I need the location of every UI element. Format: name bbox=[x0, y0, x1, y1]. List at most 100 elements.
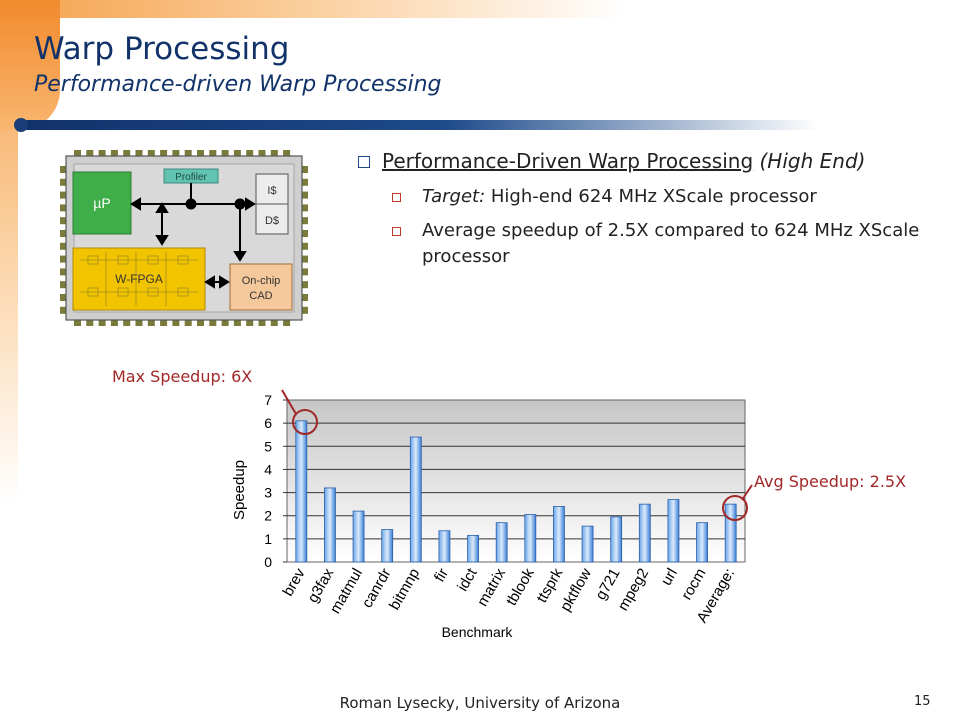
chip-pin bbox=[197, 318, 204, 326]
chip-pin bbox=[300, 268, 308, 276]
y-tick-label: 6 bbox=[264, 415, 272, 431]
chip-pin bbox=[110, 318, 118, 326]
bullet-main: Performance-Driven Warp Processing (High… bbox=[358, 146, 938, 176]
bullet-sub-1-italic: Target: bbox=[422, 186, 486, 207]
chip-pin bbox=[233, 150, 241, 158]
chip-pin bbox=[300, 204, 308, 212]
chip-pin bbox=[246, 150, 254, 158]
bus-arrows bbox=[130, 183, 256, 289]
chip-pin bbox=[283, 150, 291, 158]
chip-pin bbox=[184, 150, 192, 158]
chip-pin bbox=[300, 306, 308, 314]
bar-pktflow bbox=[581, 525, 594, 563]
chip-pin bbox=[246, 318, 254, 326]
chip-pin bbox=[233, 318, 241, 326]
y-tick-label: 4 bbox=[264, 461, 272, 477]
chip-pin bbox=[60, 255, 68, 263]
chip-pin bbox=[147, 150, 155, 158]
chip-pin bbox=[74, 318, 81, 326]
chip-pin bbox=[300, 166, 308, 173]
chip-pin bbox=[147, 318, 155, 326]
chip-pin bbox=[221, 318, 229, 326]
y-tick-label: 1 bbox=[264, 531, 272, 547]
wfpga-label: W-FPGA bbox=[115, 272, 163, 286]
chip-pin bbox=[300, 242, 308, 250]
bullet-list: Performance-Driven Warp Processing (High… bbox=[358, 146, 938, 270]
avg-speedup-callout: Avg Speedup: 2.5X bbox=[754, 472, 907, 491]
chip-pin bbox=[60, 204, 68, 212]
max-highlight bbox=[281, 389, 318, 435]
bar-brev bbox=[295, 420, 308, 563]
cache-block: I$ D$ bbox=[255, 173, 289, 235]
bar-canrdr bbox=[381, 529, 394, 563]
chip-pin bbox=[135, 150, 143, 158]
chip-pin bbox=[258, 150, 266, 158]
bullet-sub-2-text: Average speedup of 2.5X compared to 624 … bbox=[422, 220, 920, 267]
chip-pin bbox=[209, 150, 217, 158]
bullet-main-underlined: Performance-Driven Warp Processing bbox=[382, 149, 754, 173]
y-tick-label: 7 bbox=[264, 392, 272, 408]
dcache-label: D$ bbox=[265, 215, 279, 227]
page-number: 15 bbox=[914, 694, 931, 709]
chip-pin bbox=[60, 166, 68, 173]
chip-pin bbox=[60, 191, 68, 199]
x-tick-label: url bbox=[658, 566, 681, 589]
x-axis-label: Benchmark bbox=[442, 624, 514, 640]
chip-pin bbox=[300, 294, 308, 301]
bar-idct bbox=[467, 534, 479, 563]
x-tick-label: brev bbox=[279, 565, 309, 599]
chip-pin bbox=[135, 318, 143, 326]
title-divider bbox=[14, 118, 960, 132]
chip-pin bbox=[60, 230, 68, 237]
max-speedup-callout: Max Speedup: 6X bbox=[112, 367, 253, 386]
chip-pin bbox=[60, 217, 68, 225]
chip-pin bbox=[60, 178, 68, 186]
bar-average bbox=[724, 503, 737, 563]
cad-label-2: CAD bbox=[249, 290, 272, 302]
bullet-main-italic: (High End) bbox=[753, 149, 866, 173]
chip-pin bbox=[60, 306, 68, 314]
chip-pin bbox=[123, 150, 131, 158]
chip-pin bbox=[98, 150, 106, 158]
chip-pin bbox=[86, 150, 94, 158]
bar-bitmnp bbox=[409, 436, 422, 563]
slide-title: Warp Processing bbox=[34, 31, 290, 67]
chip-pin bbox=[300, 178, 308, 186]
chip-pin bbox=[60, 242, 68, 250]
y-tick-label: 2 bbox=[264, 508, 272, 524]
chip-pin bbox=[184, 318, 192, 326]
bullet-sub-1-text: High-end 624 MHz XScale processor bbox=[485, 186, 817, 207]
y-tick-label: 5 bbox=[264, 438, 272, 454]
chip-pin bbox=[197, 150, 204, 158]
chip-pin bbox=[270, 318, 278, 326]
bar-g3fax bbox=[324, 487, 336, 563]
chip-pin bbox=[300, 255, 308, 263]
icache-label: I$ bbox=[267, 185, 276, 197]
bar-matmul bbox=[352, 510, 365, 563]
chip-pin bbox=[160, 150, 168, 158]
slide-footer: Roman Lysecky, University of Arizona bbox=[339, 694, 621, 712]
chip-pins bbox=[60, 150, 308, 326]
top-decor-bar bbox=[0, 0, 960, 18]
chip-pin bbox=[283, 318, 291, 326]
bullet-square-icon bbox=[358, 156, 370, 168]
sub-bullet-square-icon bbox=[392, 193, 401, 202]
chip-pin bbox=[300, 217, 308, 225]
chip-pin bbox=[160, 318, 168, 326]
chip-pin bbox=[123, 318, 131, 326]
chip-pin bbox=[110, 150, 118, 158]
chip-pin bbox=[74, 150, 81, 158]
microprocessor-block: µP bbox=[72, 171, 132, 235]
chip-pin bbox=[60, 281, 68, 289]
x-tick-label: fir bbox=[431, 566, 452, 585]
wfpga-block: W-FPGA bbox=[72, 247, 206, 311]
chip-pin bbox=[300, 191, 308, 199]
cad-block: On-chip CAD bbox=[229, 263, 293, 311]
bar-mpeg2 bbox=[638, 503, 651, 563]
y-tick-label: 0 bbox=[264, 554, 272, 570]
bar-ttsprk bbox=[553, 506, 565, 563]
chip-pin bbox=[98, 318, 106, 326]
